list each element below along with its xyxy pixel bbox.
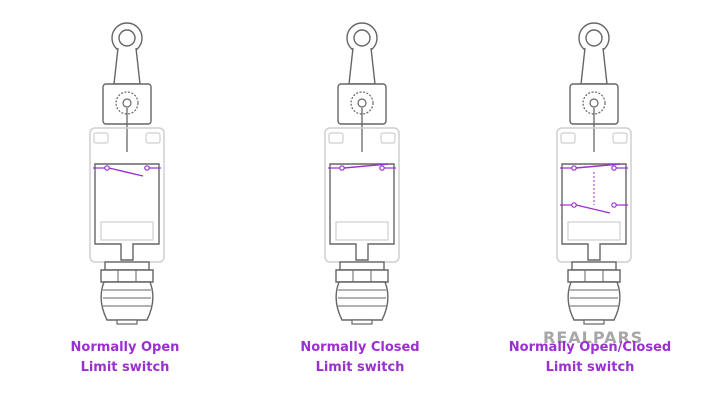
lever-arm: [348, 47, 376, 85]
normally-closed-switch: [324, 22, 400, 325]
contact-blade: [108, 167, 144, 177]
normally-open-switch: [89, 22, 165, 325]
caption-normally-closed: Normally Closed Limit switch: [240, 338, 480, 378]
contact-terminal-left: [104, 165, 110, 171]
contact-terminal-left: [339, 165, 345, 171]
housing-screw-right: [380, 132, 396, 144]
housing-screw-right: [145, 132, 161, 144]
gland-dome: [100, 281, 154, 321]
gland-dome: [335, 281, 389, 321]
housing-screw-left: [560, 132, 576, 144]
contact-terminal-right: [611, 165, 617, 171]
no-contact: [560, 202, 628, 214]
terminal-block: [567, 221, 621, 241]
contact-terminal-right: [611, 202, 617, 208]
contact-chamber: [561, 163, 627, 261]
contact-blade: [343, 163, 389, 169]
caption-title: Normally Closed: [300, 340, 420, 355]
caption-normally-open: Normally Open Limit switch: [5, 338, 245, 378]
terminal-block: [335, 221, 389, 241]
gland-collar: [104, 261, 150, 271]
actuator-hub: [357, 98, 367, 108]
caption-title: Normally Open: [70, 340, 180, 355]
housing-screw-right: [612, 132, 628, 144]
no-contact: [93, 165, 161, 177]
gland-nut: [567, 269, 621, 283]
housing-screw-left: [93, 132, 109, 144]
contact-terminal-left: [571, 165, 577, 171]
nc-contact: [560, 163, 628, 171]
cable-stub: [351, 319, 373, 325]
caption-subtitle: Limit switch: [315, 360, 405, 375]
actuator-hub: [589, 98, 599, 108]
caption-title: Normally Open/Closed: [508, 340, 672, 355]
contact-terminal-right: [379, 165, 385, 171]
gland-nut: [335, 269, 389, 283]
cable-stub: [116, 319, 138, 325]
caption-subtitle: Limit switch: [545, 360, 635, 375]
housing-screw-left: [328, 132, 344, 144]
normally-open-closed-switch: [556, 22, 632, 325]
gland-collar: [571, 261, 617, 271]
roller-axle: [118, 29, 136, 47]
contact-chamber: [329, 163, 395, 261]
roller-axle: [585, 29, 603, 47]
roller-axle: [353, 29, 371, 47]
contact-blade: [575, 204, 611, 214]
lever-arm: [580, 47, 608, 85]
caption-subtitle: Limit switch: [80, 360, 170, 375]
contact-blade: [575, 163, 621, 169]
terminal-block: [100, 221, 154, 241]
cable-stub: [583, 319, 605, 325]
contact-terminal-right: [144, 165, 150, 171]
caption-normally-open-closed: Normally Open/Closed Limit switch: [470, 338, 710, 378]
contact-chamber: [94, 163, 160, 261]
nc-contact: [328, 163, 396, 171]
actuator-hub: [122, 98, 132, 108]
gland-nut: [100, 269, 154, 283]
lever-arm: [113, 47, 141, 85]
gland-dome: [567, 281, 621, 321]
contact-terminal-left: [571, 202, 577, 208]
gland-collar: [339, 261, 385, 271]
watermark-logo: REALPARS: [543, 328, 644, 347]
